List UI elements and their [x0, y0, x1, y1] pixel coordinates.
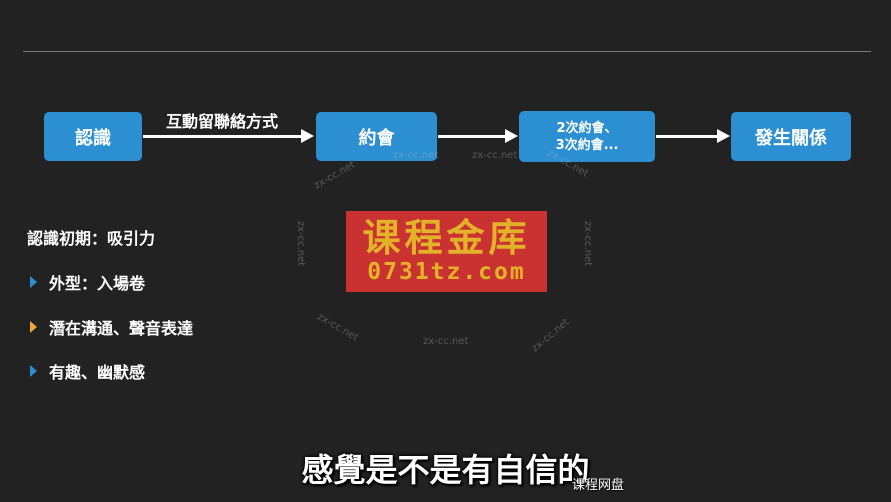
watermark-text: zx-cc.net	[312, 159, 358, 192]
watermark-text: zx-cc.net	[472, 150, 518, 161]
corner-watermark: 课程网盘	[572, 478, 625, 493]
flow-step-relationship-label: 發生關係	[755, 127, 827, 149]
triangle-right-icon	[30, 276, 37, 288]
arrow-right-icon	[656, 129, 730, 143]
flow-step-more-dates: 2次約會、 3次約會...	[519, 111, 655, 162]
triangle-right-icon	[30, 321, 37, 333]
watermark-stamp: 课程金库 0731tz.com	[346, 211, 547, 292]
section-heading: 認識初期：吸引力	[27, 229, 156, 248]
list-item-text: 外型：入場卷	[49, 274, 146, 293]
top-divider	[23, 51, 871, 52]
stamp-url: 0731tz.com	[367, 258, 526, 285]
list-item-text: 有趣、幽默感	[49, 363, 146, 382]
list-item: 潛在溝通、聲音表達	[30, 315, 193, 339]
arrow-right-icon	[143, 129, 314, 143]
flow-step-meet: 認識	[44, 112, 142, 161]
list-item-text: 潛在溝通、聲音表達	[49, 319, 194, 338]
video-subtitle: 感覺是不是有自信的	[301, 451, 590, 489]
arrow-label-contact: 互動留聯絡方式	[166, 112, 279, 131]
watermark-text: zx-cc.net	[582, 220, 594, 267]
stamp-title: 课程金库	[362, 215, 531, 260]
flow-step-date-label: 約會	[358, 127, 395, 149]
list-item: 有趣、幽默感	[30, 359, 145, 383]
list-item: 外型：入場卷	[30, 270, 145, 294]
watermark-text: zx-cc.net	[315, 311, 361, 344]
watermark-text: zx-cc.net	[423, 336, 469, 347]
flow-step-more-dates-line1: 2次約會、	[556, 120, 618, 136]
watermark-text: zx-cc.net	[295, 220, 307, 267]
flow-step-more-dates-line2: 3次約會...	[555, 137, 619, 153]
watermark-text: zx-cc.net	[529, 316, 572, 355]
flow-step-date: 約會	[316, 112, 437, 161]
watermark-text: zx-cc.net	[393, 150, 439, 161]
arrow-right-icon	[438, 129, 518, 143]
triangle-right-icon	[30, 365, 37, 377]
flow-step-meet-label: 認識	[75, 127, 111, 149]
flow-step-relationship: 發生關係	[731, 112, 851, 161]
